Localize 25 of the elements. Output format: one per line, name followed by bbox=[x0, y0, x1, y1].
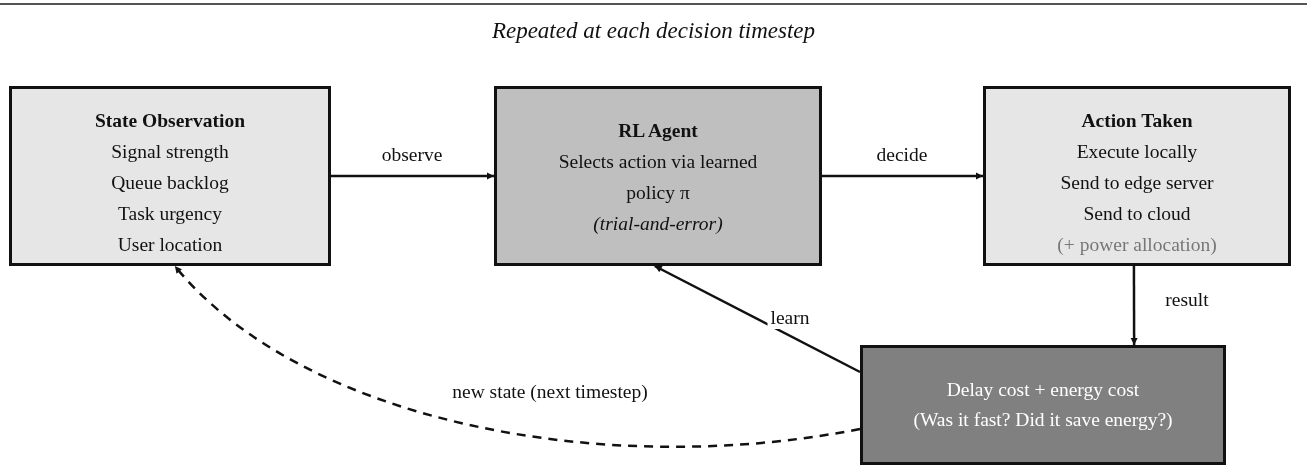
process-box bbox=[494, 86, 822, 266]
arrow bbox=[331, 172, 494, 180]
process-box bbox=[9, 86, 331, 266]
arrow bbox=[654, 264, 861, 374]
process-box bbox=[860, 345, 1226, 465]
box-text: (+ power allocation) bbox=[1057, 233, 1217, 257]
arrow bbox=[822, 172, 983, 180]
box-text: Delay cost + energy cost bbox=[946, 378, 1140, 402]
box-text: Send to edge server bbox=[1060, 171, 1214, 195]
box-heading: State Observation bbox=[95, 109, 245, 133]
box-text: Send to cloud bbox=[1083, 202, 1191, 226]
box-text: Queue backlog bbox=[111, 171, 229, 195]
box-text: User location bbox=[117, 233, 223, 257]
box-text: Signal strength bbox=[111, 140, 229, 164]
dashed-arrow bbox=[173, 265, 861, 448]
box-text: Selects action via learned policy π bbox=[558, 150, 758, 205]
box-text: Task urgency bbox=[118, 202, 222, 226]
process-box bbox=[983, 86, 1291, 266]
box-text: Execute locally bbox=[1076, 140, 1198, 164]
diagram-title: Repeated at each decision timestep bbox=[490, 18, 817, 44]
box-text: (Was it fast? Did it save energy?) bbox=[913, 408, 1173, 432]
box-text: (trial-and-error) bbox=[593, 212, 723, 236]
box-heading: Action Taken bbox=[1081, 109, 1193, 133]
arrow bbox=[1130, 266, 1138, 345]
box-heading: RL Agent bbox=[618, 119, 698, 143]
